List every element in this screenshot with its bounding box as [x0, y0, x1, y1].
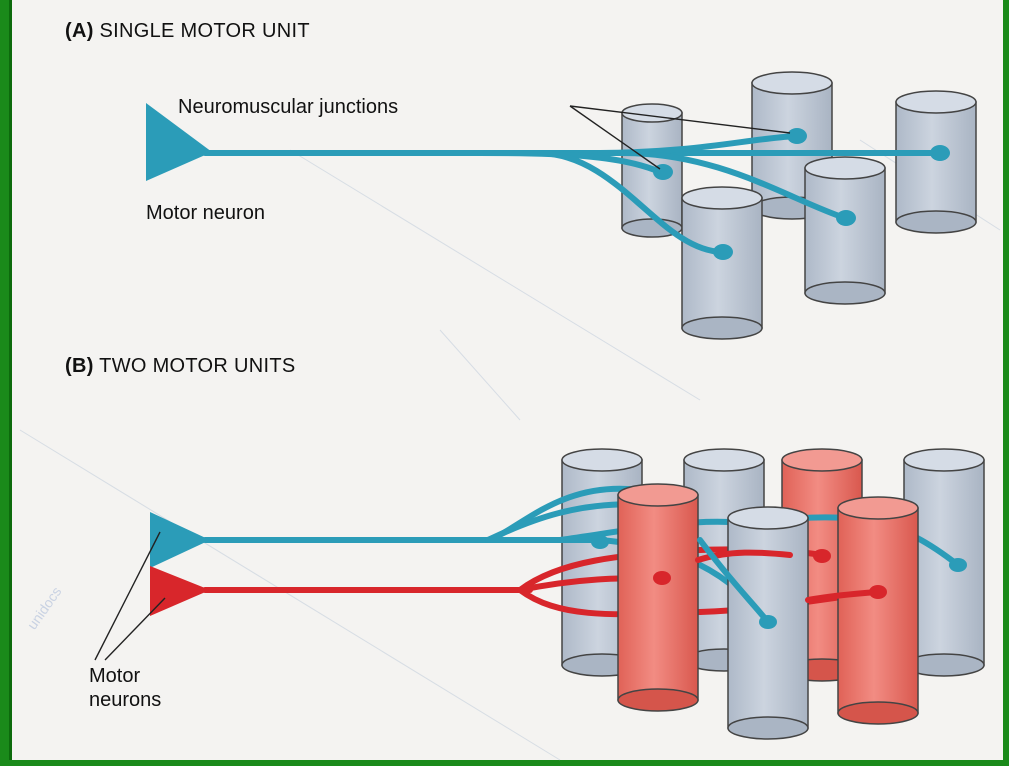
motor-neurons-label-line1: Motor [89, 665, 141, 687]
fiber-a5 [681, 186, 763, 340]
panel-a-motor-neuron [146, 103, 950, 260]
panel-a-title: (A) SINGLE MOTOR UNIT [65, 20, 310, 43]
fiber-a3 [895, 90, 977, 234]
fiber-b-red-2 [617, 483, 699, 712]
motor-neuron-label: Motor neuron [146, 202, 265, 224]
panel-a-title-text: SINGLE MOTOR UNIT [99, 20, 310, 42]
fiber-b-red-3 [837, 496, 919, 725]
fiber-b-gray-3 [903, 448, 985, 677]
panel-b-red-junctions [653, 549, 887, 599]
motor-neurons-label-line2: neurons [89, 689, 162, 711]
neurons-leader-lines [94, 531, 166, 661]
panel-b-motor-neurons [150, 512, 210, 616]
panel-a-prefix: (A) [65, 20, 94, 42]
junction-leader-lines [569, 105, 791, 170]
panel-b-title-text: TWO MOTOR UNITS [99, 355, 296, 377]
panel-b-prefix: (B) [65, 355, 94, 377]
panel-a-muscle-fibers [621, 71, 977, 340]
fiber-a4 [804, 156, 886, 305]
panel-b-front-fibers [617, 483, 919, 740]
junctions-label: Neuromuscular junctions [178, 96, 399, 118]
panel-b-title: (B) TWO MOTOR UNITS [65, 355, 296, 378]
